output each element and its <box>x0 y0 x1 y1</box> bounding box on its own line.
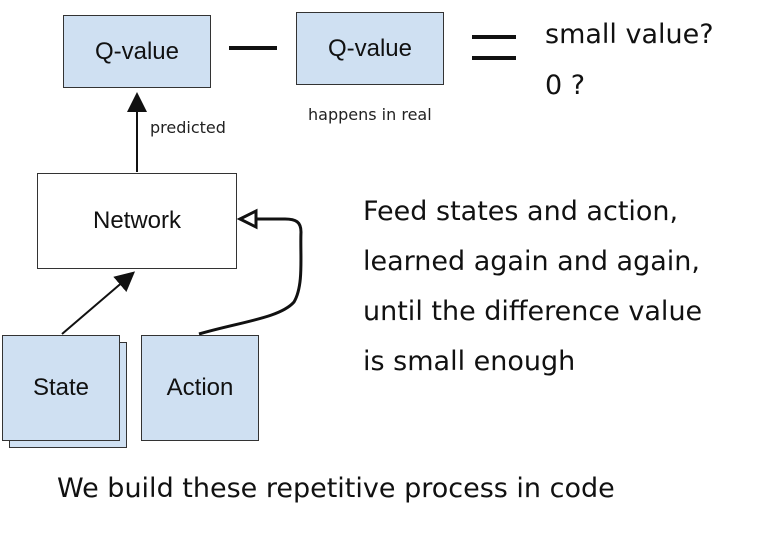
action-label: Action <box>166 374 234 401</box>
arrow-state-to-network <box>61 271 136 335</box>
network-node: Network <box>37 173 237 269</box>
happens-in-real-label: happens in real <box>308 105 432 124</box>
q-value-real-label: Q-value <box>327 34 413 62</box>
predicted-label: predicted <box>150 118 226 137</box>
result-small-value: small value? <box>545 19 714 50</box>
q-value-predicted-label: Q-value <box>94 37 180 65</box>
description-line-2: learned again and again, <box>363 246 700 277</box>
arrow-action-to-network <box>198 217 303 336</box>
state-label: State <box>32 374 90 401</box>
state-node: State <box>2 335 120 441</box>
description-line-1: Feed states and action, <box>363 196 679 227</box>
action-node: Action <box>141 335 259 441</box>
footer-text: We build these repetitive process in cod… <box>57 473 615 504</box>
description-line-3: until the difference value <box>363 296 703 327</box>
q-value-real-node: Q-value <box>296 12 444 85</box>
description-line-4: is small enough <box>363 346 576 377</box>
q-value-predicted-node: Q-value <box>63 15 211 88</box>
arrowhead-action-to-network <box>236 208 258 230</box>
network-label: Network <box>92 207 182 234</box>
result-zero: 0 ? <box>545 70 586 101</box>
